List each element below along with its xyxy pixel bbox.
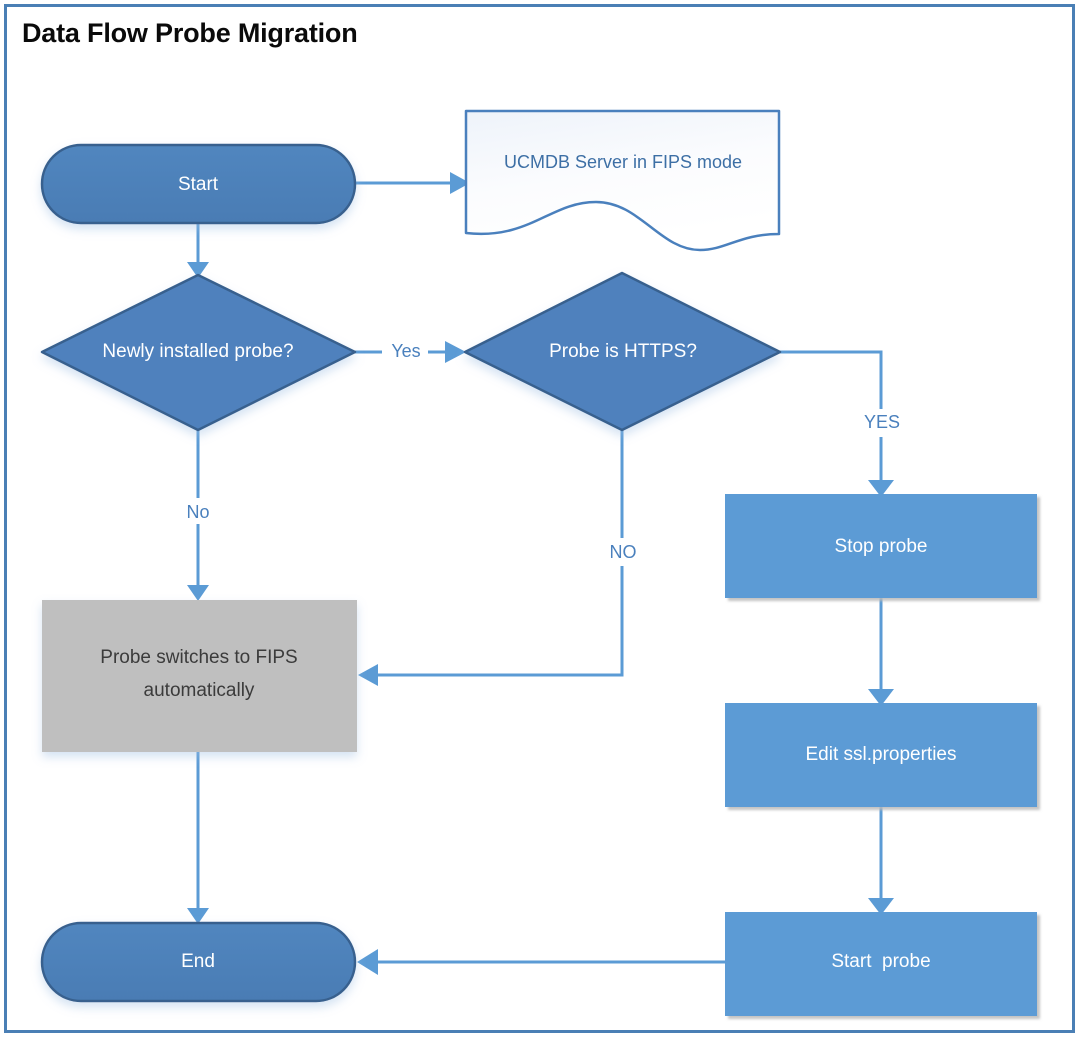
node-edit-ssl-properties-label: Edit ssl.properties [805,744,956,765]
connector-decision1-to-decision2 [355,341,466,363]
node-decision-newly-installed-probe-label: Newly installed probe? [102,341,293,362]
node-probe-switches-to-fips-label-line2: automatically [144,680,255,701]
connector-graybox-to-end [187,752,209,924]
edge-label-yes-between-diamonds: Yes [391,341,420,361]
connector-editssl-to-startprobe [868,807,894,915]
node-end[interactable] [40,921,357,1003]
node-ucmdb-document[interactable] [464,109,781,252]
node-stop-probe[interactable] [725,494,1037,598]
connector-start-to-document [355,172,470,194]
connector-startprobe-to-end [357,949,725,975]
node-start[interactable] [40,143,357,225]
node-end-label: End [181,951,215,972]
connector-stopprobe-to-editssl [868,598,894,706]
node-probe-switches-to-fips-label-line1: Probe switches to FIPS [100,647,297,668]
connector-start-to-decision1 [187,223,209,278]
connector-decision2-to-stopprobe [780,350,906,497]
edge-label-yes-right-branch: YES [864,412,900,432]
edge-label-no-middle-branch: NO [610,542,637,562]
node-decision-probe-is-https[interactable] [463,271,782,432]
node-start-label: Start [178,174,219,195]
connector-decision1-to-graybox [178,430,220,601]
node-decision-newly-installed-probe[interactable] [40,273,357,432]
node-probe-switches-to-fips[interactable] [42,600,357,752]
node-start-probe[interactable] [725,912,1037,1016]
node-ucmdb-document-label: UCMDB Server in FIPS mode [504,152,742,172]
node-start-probe-label: Start probe [831,951,930,972]
node-stop-probe-label: Stop probe [835,536,928,557]
connector-decision2-to-graybox [358,430,644,686]
node-edit-ssl-properties[interactable] [725,703,1037,807]
edge-label-no-left-branch: No [186,502,209,522]
page-title: Data Flow Probe Migration [22,18,358,48]
node-decision-probe-is-https-label: Probe is HTTPS? [549,341,697,362]
